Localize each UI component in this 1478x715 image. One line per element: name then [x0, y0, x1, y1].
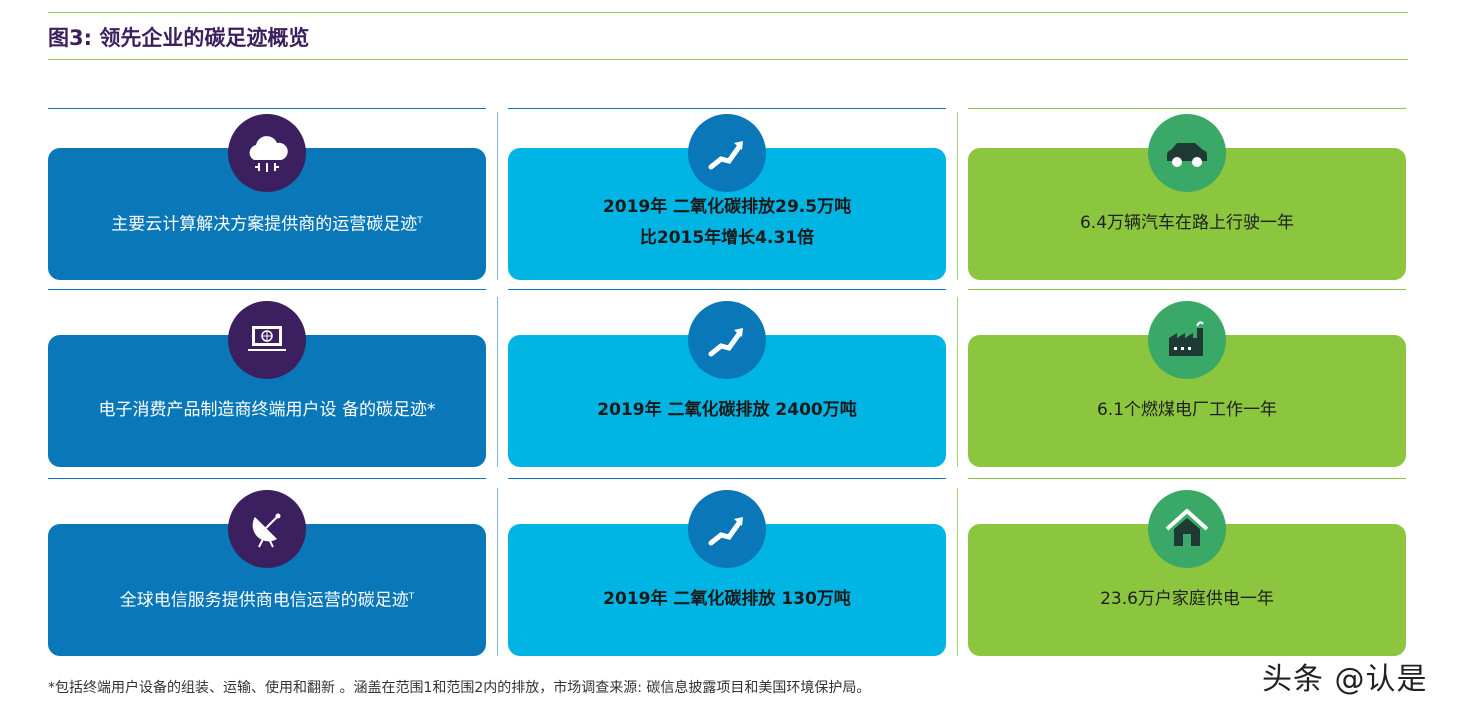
card-device-maker: 电子消费产品制造商终端用户设 备的碳足迹*	[48, 335, 486, 467]
column-separator	[497, 488, 498, 656]
card-text: 6.1个燃煤电厂工作一年	[1096, 399, 1278, 420]
top-rule	[48, 12, 1408, 13]
card-superscript: T	[408, 591, 415, 602]
row-divider	[968, 478, 1406, 479]
card-text: 6.4万辆汽车在路上行驶一年	[1079, 212, 1295, 233]
card-text: 全球电信服务提供商电信运营的碳足迹	[119, 590, 409, 611]
factory-icon	[1148, 301, 1226, 379]
rising-trend-icon	[688, 301, 766, 379]
car-icon	[1148, 114, 1226, 192]
page-title: 图3: 领先企业的碳足迹概览	[48, 26, 310, 50]
cloud-computing-icon	[228, 114, 306, 192]
card-telecom: 全球电信服务提供商电信运营的碳足迹T	[48, 524, 486, 656]
row-divider	[968, 289, 1406, 290]
row-divider	[48, 478, 486, 479]
footnote: *包括终端用户设备的组装、运输、使用和翻新 。涵盖在范围1和范围2内的排放，市场…	[48, 680, 871, 696]
watermark: 头条 @认是	[1262, 662, 1428, 697]
column-rule-left	[48, 108, 486, 109]
card-text: 电子消费产品制造商终端用户设 备的碳足迹*	[98, 399, 436, 420]
row-divider	[48, 289, 486, 290]
card-text: 23.6万户家庭供电一年	[1100, 588, 1274, 609]
column-separator	[957, 112, 958, 280]
rising-trend-icon	[688, 114, 766, 192]
column-separator	[957, 297, 958, 467]
card-text-line2: 比2015年增长4.31倍	[639, 228, 815, 248]
laptop-globe-icon	[228, 301, 306, 379]
row-divider	[508, 289, 946, 290]
card-superscript: T	[417, 215, 423, 226]
column-rule-right	[968, 108, 1406, 109]
card-text: 主要云计算解决方案提供商的运营碳足迹	[111, 214, 418, 235]
column-separator	[957, 488, 958, 656]
house-icon	[1148, 490, 1226, 568]
column-rule-middle	[508, 108, 946, 109]
row-divider	[508, 478, 946, 479]
card-text-line1: 2019年 二氧化碳排放 130万吨	[603, 588, 851, 609]
column-separator	[497, 112, 498, 280]
rising-trend-icon	[688, 490, 766, 568]
card-text-line1: 2019年 二氧化碳排放29.5万吨	[602, 197, 852, 217]
title-rule	[48, 59, 1408, 60]
card-text-line1: 2019年 二氧化碳排放 2400万吨	[597, 399, 857, 420]
satellite-dish-icon	[228, 490, 306, 568]
column-separator	[497, 297, 498, 467]
